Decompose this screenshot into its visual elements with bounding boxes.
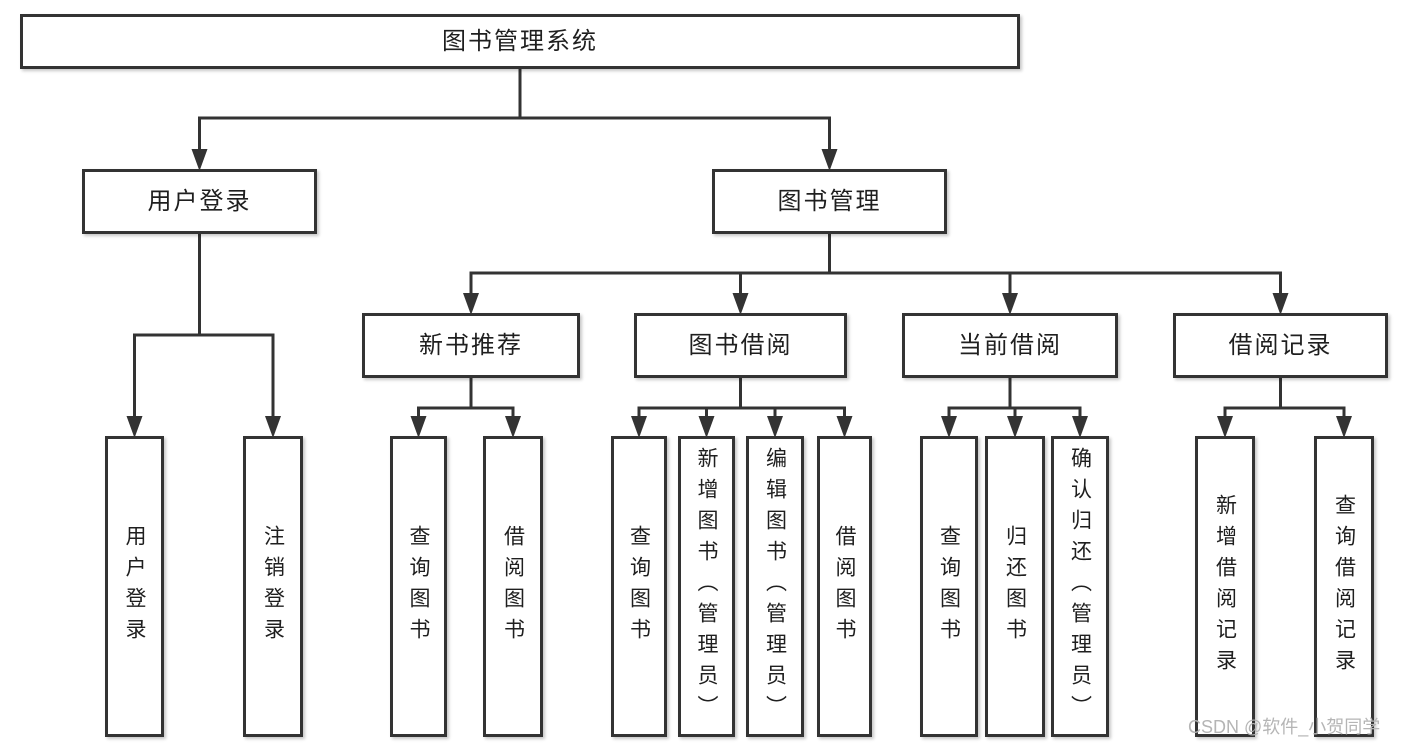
node-newbook: 新书推荐 bbox=[362, 313, 580, 378]
arrowhead-icon bbox=[732, 293, 749, 315]
node-label-newbook: 新书推荐 bbox=[419, 331, 523, 359]
arrowhead-icon bbox=[1002, 293, 1018, 315]
node-label-u1: 用户登录 bbox=[123, 524, 146, 649]
node-b4: 借阅图书 bbox=[817, 436, 872, 737]
node-b2: 新增图书（管理员） bbox=[678, 436, 735, 737]
arrowhead-icon bbox=[1007, 416, 1023, 438]
node-b3: 编辑图书（管理员） bbox=[746, 436, 804, 737]
node-current: 当前借阅 bbox=[902, 313, 1118, 378]
node-label-b3: 编辑图书（管理员） bbox=[763, 447, 787, 726]
arrowhead-icon bbox=[505, 416, 521, 438]
node-label-borrow: 图书借阅 bbox=[688, 331, 793, 359]
node-label-current: 当前借阅 bbox=[958, 331, 1062, 359]
arrowhead-icon bbox=[821, 149, 838, 171]
node-label-r1: 新增借阅记录 bbox=[1213, 493, 1237, 680]
arrowhead-icon bbox=[191, 149, 208, 171]
node-r1: 新增借阅记录 bbox=[1195, 436, 1255, 737]
arrowhead-icon bbox=[126, 416, 143, 438]
node-c1: 查询图书 bbox=[920, 436, 978, 737]
node-root: 图书管理系统 bbox=[20, 14, 1020, 69]
node-label-r2: 查询借阅记录 bbox=[1332, 493, 1356, 680]
arrowhead-icon bbox=[1217, 416, 1233, 438]
node-label-b2: 新增图书（管理员） bbox=[695, 447, 718, 726]
node-label-root: 图书管理系统 bbox=[442, 27, 598, 55]
arrowhead-icon bbox=[1336, 416, 1352, 438]
node-label-c3: 确认归还（管理员） bbox=[1068, 447, 1092, 726]
arrowhead-icon bbox=[463, 293, 479, 315]
node-label-c2: 归还图书 bbox=[1003, 524, 1027, 649]
node-n2: 借阅图书 bbox=[483, 436, 543, 737]
arrowhead-icon bbox=[410, 416, 427, 438]
arrowhead-icon bbox=[836, 416, 853, 438]
node-u2: 注销登录 bbox=[243, 436, 303, 737]
node-borrow: 图书借阅 bbox=[634, 313, 847, 378]
node-label-login: 用户登录 bbox=[147, 187, 252, 215]
node-mgmt: 图书管理 bbox=[712, 169, 947, 234]
node-c3: 确认归还（管理员） bbox=[1051, 436, 1109, 737]
node-label-mgmt: 图书管理 bbox=[777, 187, 882, 215]
node-label-c1: 查询图书 bbox=[937, 524, 961, 649]
arrowhead-icon bbox=[265, 416, 281, 438]
node-b1: 查询图书 bbox=[611, 436, 667, 737]
arrowhead-icon bbox=[698, 416, 715, 438]
node-c2: 归还图书 bbox=[985, 436, 1045, 737]
node-records: 借阅记录 bbox=[1173, 313, 1388, 378]
node-label-n1: 查询图书 bbox=[407, 524, 430, 649]
node-label-records: 借阅记录 bbox=[1228, 331, 1333, 359]
node-label-b1: 查询图书 bbox=[627, 524, 651, 649]
node-label-b4: 借阅图书 bbox=[833, 524, 856, 649]
node-login: 用户登录 bbox=[82, 169, 317, 234]
node-n1: 查询图书 bbox=[390, 436, 447, 737]
arrowhead-icon bbox=[941, 416, 957, 438]
arrowhead-icon bbox=[767, 416, 783, 438]
node-label-u2: 注销登录 bbox=[261, 524, 285, 649]
watermark-text: CSDN @软件_小贺同学 bbox=[1188, 717, 1381, 737]
node-r2: 查询借阅记录 bbox=[1314, 436, 1374, 737]
arrowhead-icon bbox=[631, 416, 647, 438]
arrowhead-icon bbox=[1072, 416, 1088, 438]
node-u1: 用户登录 bbox=[105, 436, 164, 737]
arrowhead-icon bbox=[1272, 293, 1289, 315]
node-label-n2: 借阅图书 bbox=[501, 524, 525, 649]
